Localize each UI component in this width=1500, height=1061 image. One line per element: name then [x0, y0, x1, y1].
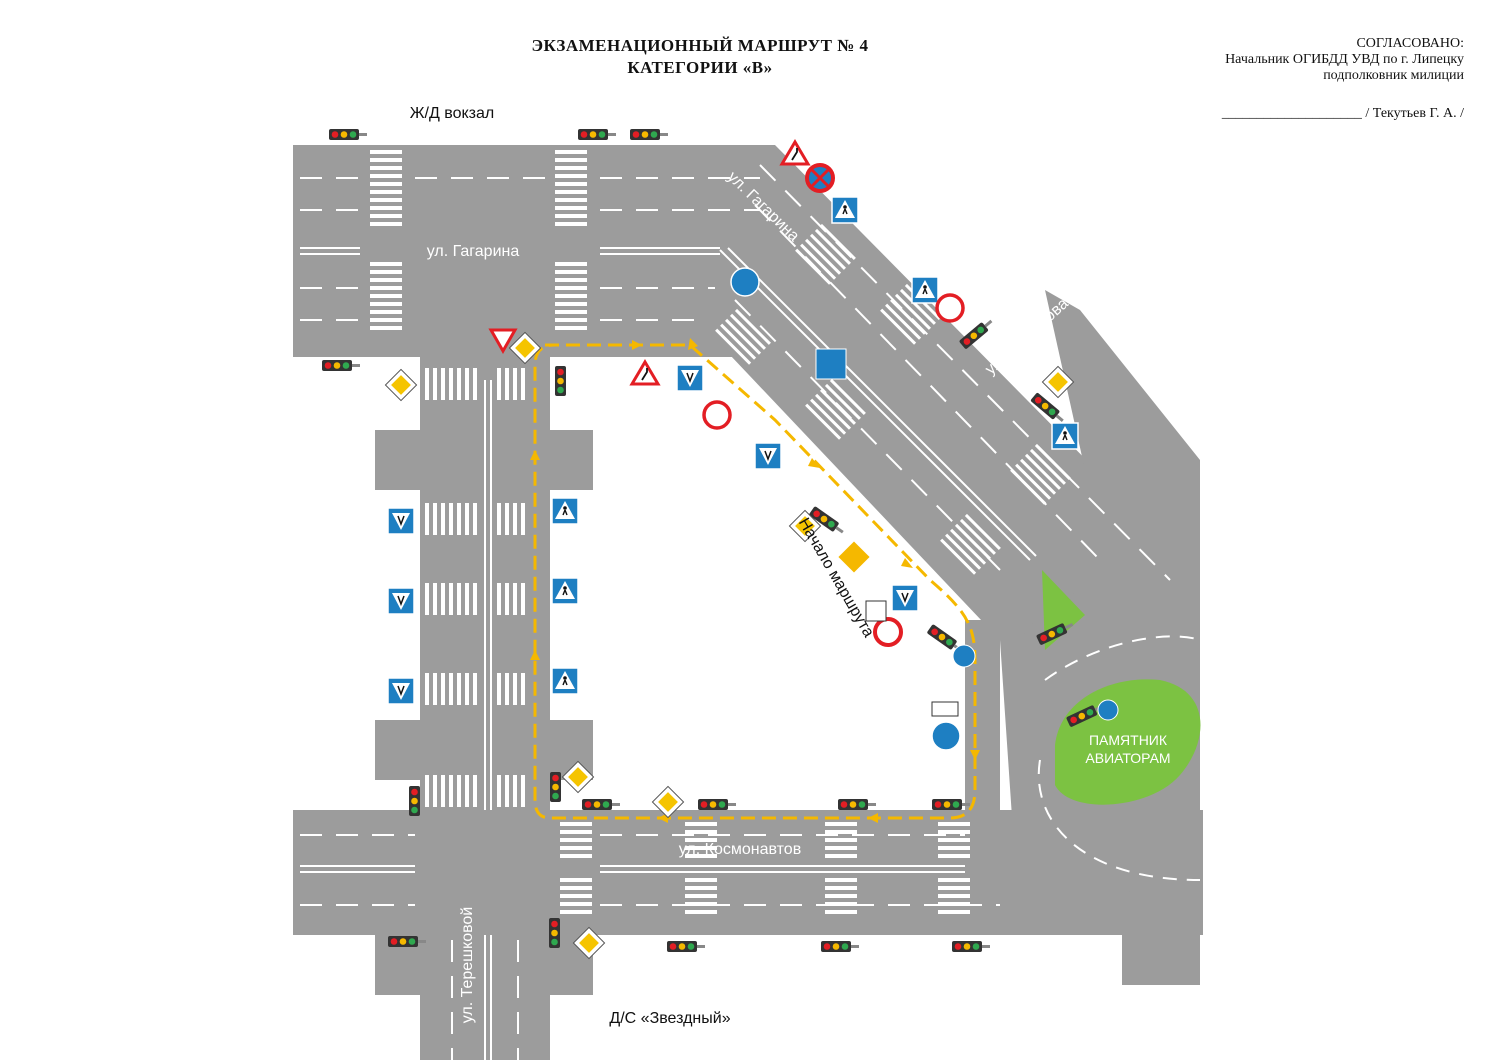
- traffic-light-icon: [952, 941, 990, 952]
- street-label-tereshkovoy: ул. Терешковой: [459, 907, 476, 1024]
- traffic-light-icon: [555, 366, 566, 396]
- camera-plate-icon: [865, 600, 887, 622]
- approval-rank: подполковник милиции: [1323, 68, 1464, 83]
- traffic-light-icon: [838, 799, 876, 810]
- no-stopping-cross-icon: [810, 168, 830, 188]
- route-start-label: Начало маршрута: [795, 515, 877, 640]
- exam-route: [533, 343, 977, 820]
- u-turn-sign-icon: [815, 348, 847, 380]
- traffic-light-icon: [932, 799, 970, 810]
- children-sign-icon: [891, 584, 919, 612]
- dangerous-turn-sign-icon: [780, 140, 810, 166]
- traffic-light-icon: [329, 129, 367, 140]
- railway-station-label: Ж/Д вокзал: [410, 105, 494, 122]
- children-sign-icon: [387, 677, 415, 705]
- traffic-light-icon: [578, 129, 616, 140]
- crossing-kosmonavtov-4: [938, 822, 970, 914]
- tereshkovoy-markings: [451, 380, 519, 1060]
- gagarina-markings: [300, 177, 760, 321]
- pedestrian-crossing-sign-icon: [831, 196, 859, 224]
- approval-signature: ____________________ / Текутьев Г. А. /: [1221, 106, 1464, 121]
- traffic-light-icon: [322, 360, 360, 371]
- monument-label-line2: АВИАТОРАМ: [1085, 750, 1170, 766]
- keep-left-sign-icon: [730, 267, 760, 297]
- stadium-label: Д/С «Звездный»: [609, 1010, 730, 1027]
- main-road-sign-icon: [384, 368, 418, 402]
- traffic-light-icon: [550, 772, 561, 802]
- traffic-light-icon: [409, 786, 420, 816]
- roundabout-sign-icon: [952, 644, 976, 668]
- pedestrian-crossing-sign-icon: [551, 667, 579, 695]
- roundabout-sign-icon: [1097, 699, 1119, 721]
- kosmonavtov-markings: [300, 834, 1000, 906]
- traffic-light-icon: [698, 799, 736, 810]
- map-title-line2: КАТЕГОРИИ «В»: [627, 58, 773, 77]
- approval-agreed: СОГЛАСОВАНО:: [1356, 36, 1464, 51]
- camera-plate-icon: [931, 701, 959, 717]
- traffic-light-icon: [549, 918, 560, 948]
- turn-right-sign-icon: [931, 721, 961, 751]
- pedestrian-crossing-sign-icon: [911, 276, 939, 304]
- pedestrian-crossing-sign-icon: [1051, 422, 1079, 450]
- crossing-tereshkovoy-2: [425, 583, 525, 615]
- children-sign-icon: [387, 587, 415, 615]
- traffic-light-icon: [667, 941, 705, 952]
- approval-position: Начальник ОГИБДД УВД по г. Липецку: [1225, 52, 1464, 67]
- pedestrian-crossing-sign-icon: [551, 577, 579, 605]
- pedestrian-crossings: [370, 150, 970, 914]
- children-sign-icon: [387, 507, 415, 535]
- crossing-top-right: [555, 150, 587, 330]
- no-turn-sign-icon: [873, 617, 903, 647]
- street-label-gagarina: ул. Гагарина: [427, 243, 520, 260]
- crossing-tereshkovoy-3: [425, 673, 525, 705]
- diagonal-crossings: [715, 223, 1071, 575]
- crossing-kosmonavtov-3: [825, 822, 857, 914]
- speed-limit-40-sign-icon: [935, 293, 965, 323]
- map-title-line1: ЭКЗАМЕНАЦИОННЫЙ МАРШРУТ № 4: [531, 36, 869, 55]
- children-sign-icon: [676, 364, 704, 392]
- route-arrows: [530, 338, 980, 823]
- route-start-marker-icon: [838, 541, 870, 573]
- dangerous-turn-sign-icon: [630, 360, 660, 386]
- traffic-light-icon: [821, 941, 859, 952]
- crossing-kosmonavtov-2: [685, 822, 717, 914]
- traffic-light-icon: [582, 799, 620, 810]
- crossing-kosmonavtov-1: [560, 822, 592, 914]
- speed-limit-40-sign-icon: [702, 400, 732, 430]
- approval-block: СОГЛАСОВАНО: Начальник ОГИБДД УВД по г. …: [1222, 36, 1464, 122]
- street-label-kosmonavtov: ул. Космонавтов: [679, 841, 801, 858]
- pedestrian-crossing-sign-icon: [551, 497, 579, 525]
- crossing-tereshkovoy-1: [425, 503, 525, 535]
- monument-label-line1: ПАМЯТНИК: [1089, 732, 1168, 748]
- map-title: ЭКЗАМЕНАЦИОННЫЙ МАРШРУТ № 4 КАТЕГОРИИ «В…: [450, 36, 950, 78]
- crossing-tereshkovoy-top: [425, 368, 525, 400]
- crossing-tereshkovoy-bottom: [425, 775, 525, 807]
- crossing-top-left: [370, 150, 402, 330]
- traffic-light-icon: [630, 129, 668, 140]
- traffic-light-icon: [958, 316, 995, 350]
- children-sign-icon: [754, 442, 782, 470]
